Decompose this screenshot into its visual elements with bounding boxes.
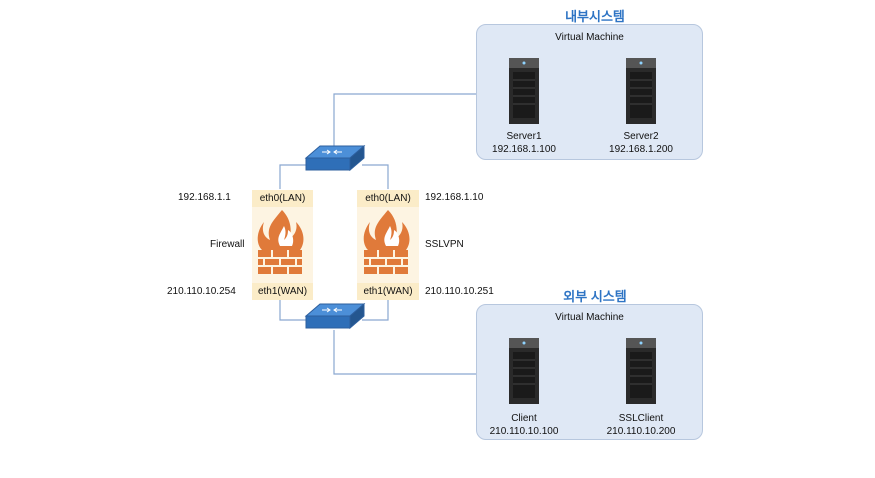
sslvpn-lan-ip: 192.168.1.10 [425,192,484,203]
external-system-title: 외부 시스템 [563,289,627,304]
server2-ip: 192.168.1.200 [609,144,673,155]
firewall-label: Firewall [210,239,245,250]
sslvpn-wan-ip: 210.110.10.251 [425,286,494,297]
server1-name: Server1 [506,131,542,142]
server1-ip: 192.168.1.100 [492,144,556,155]
sslvpn-lan-port: eth0(LAN) [357,190,419,207]
internal-panel-label: Virtual Machine [555,32,624,43]
firewall-lan-ip: 192.168.1.1 [178,192,231,203]
firewall-wan-ip: 210.110.10.254 [167,286,236,297]
sslclient-name: SSLClient [618,413,664,424]
client-name: Client [511,413,537,424]
firewall-wan-port: eth1(WAN) [252,283,313,300]
external-panel-label: Virtual Machine [555,312,624,323]
firewall-lan-port: eth0(LAN) [252,190,313,207]
server2-name: Server2 [623,131,659,142]
sslclient-ip: 210.110.10.200 [606,426,676,437]
internal-system-title: 내부시스템 [565,9,625,24]
sslvpn-wan-port: eth1(WAN) [357,283,419,300]
client-ip: 210.110.10.100 [489,426,559,437]
sslvpn-label: SSLVPN [425,239,464,250]
